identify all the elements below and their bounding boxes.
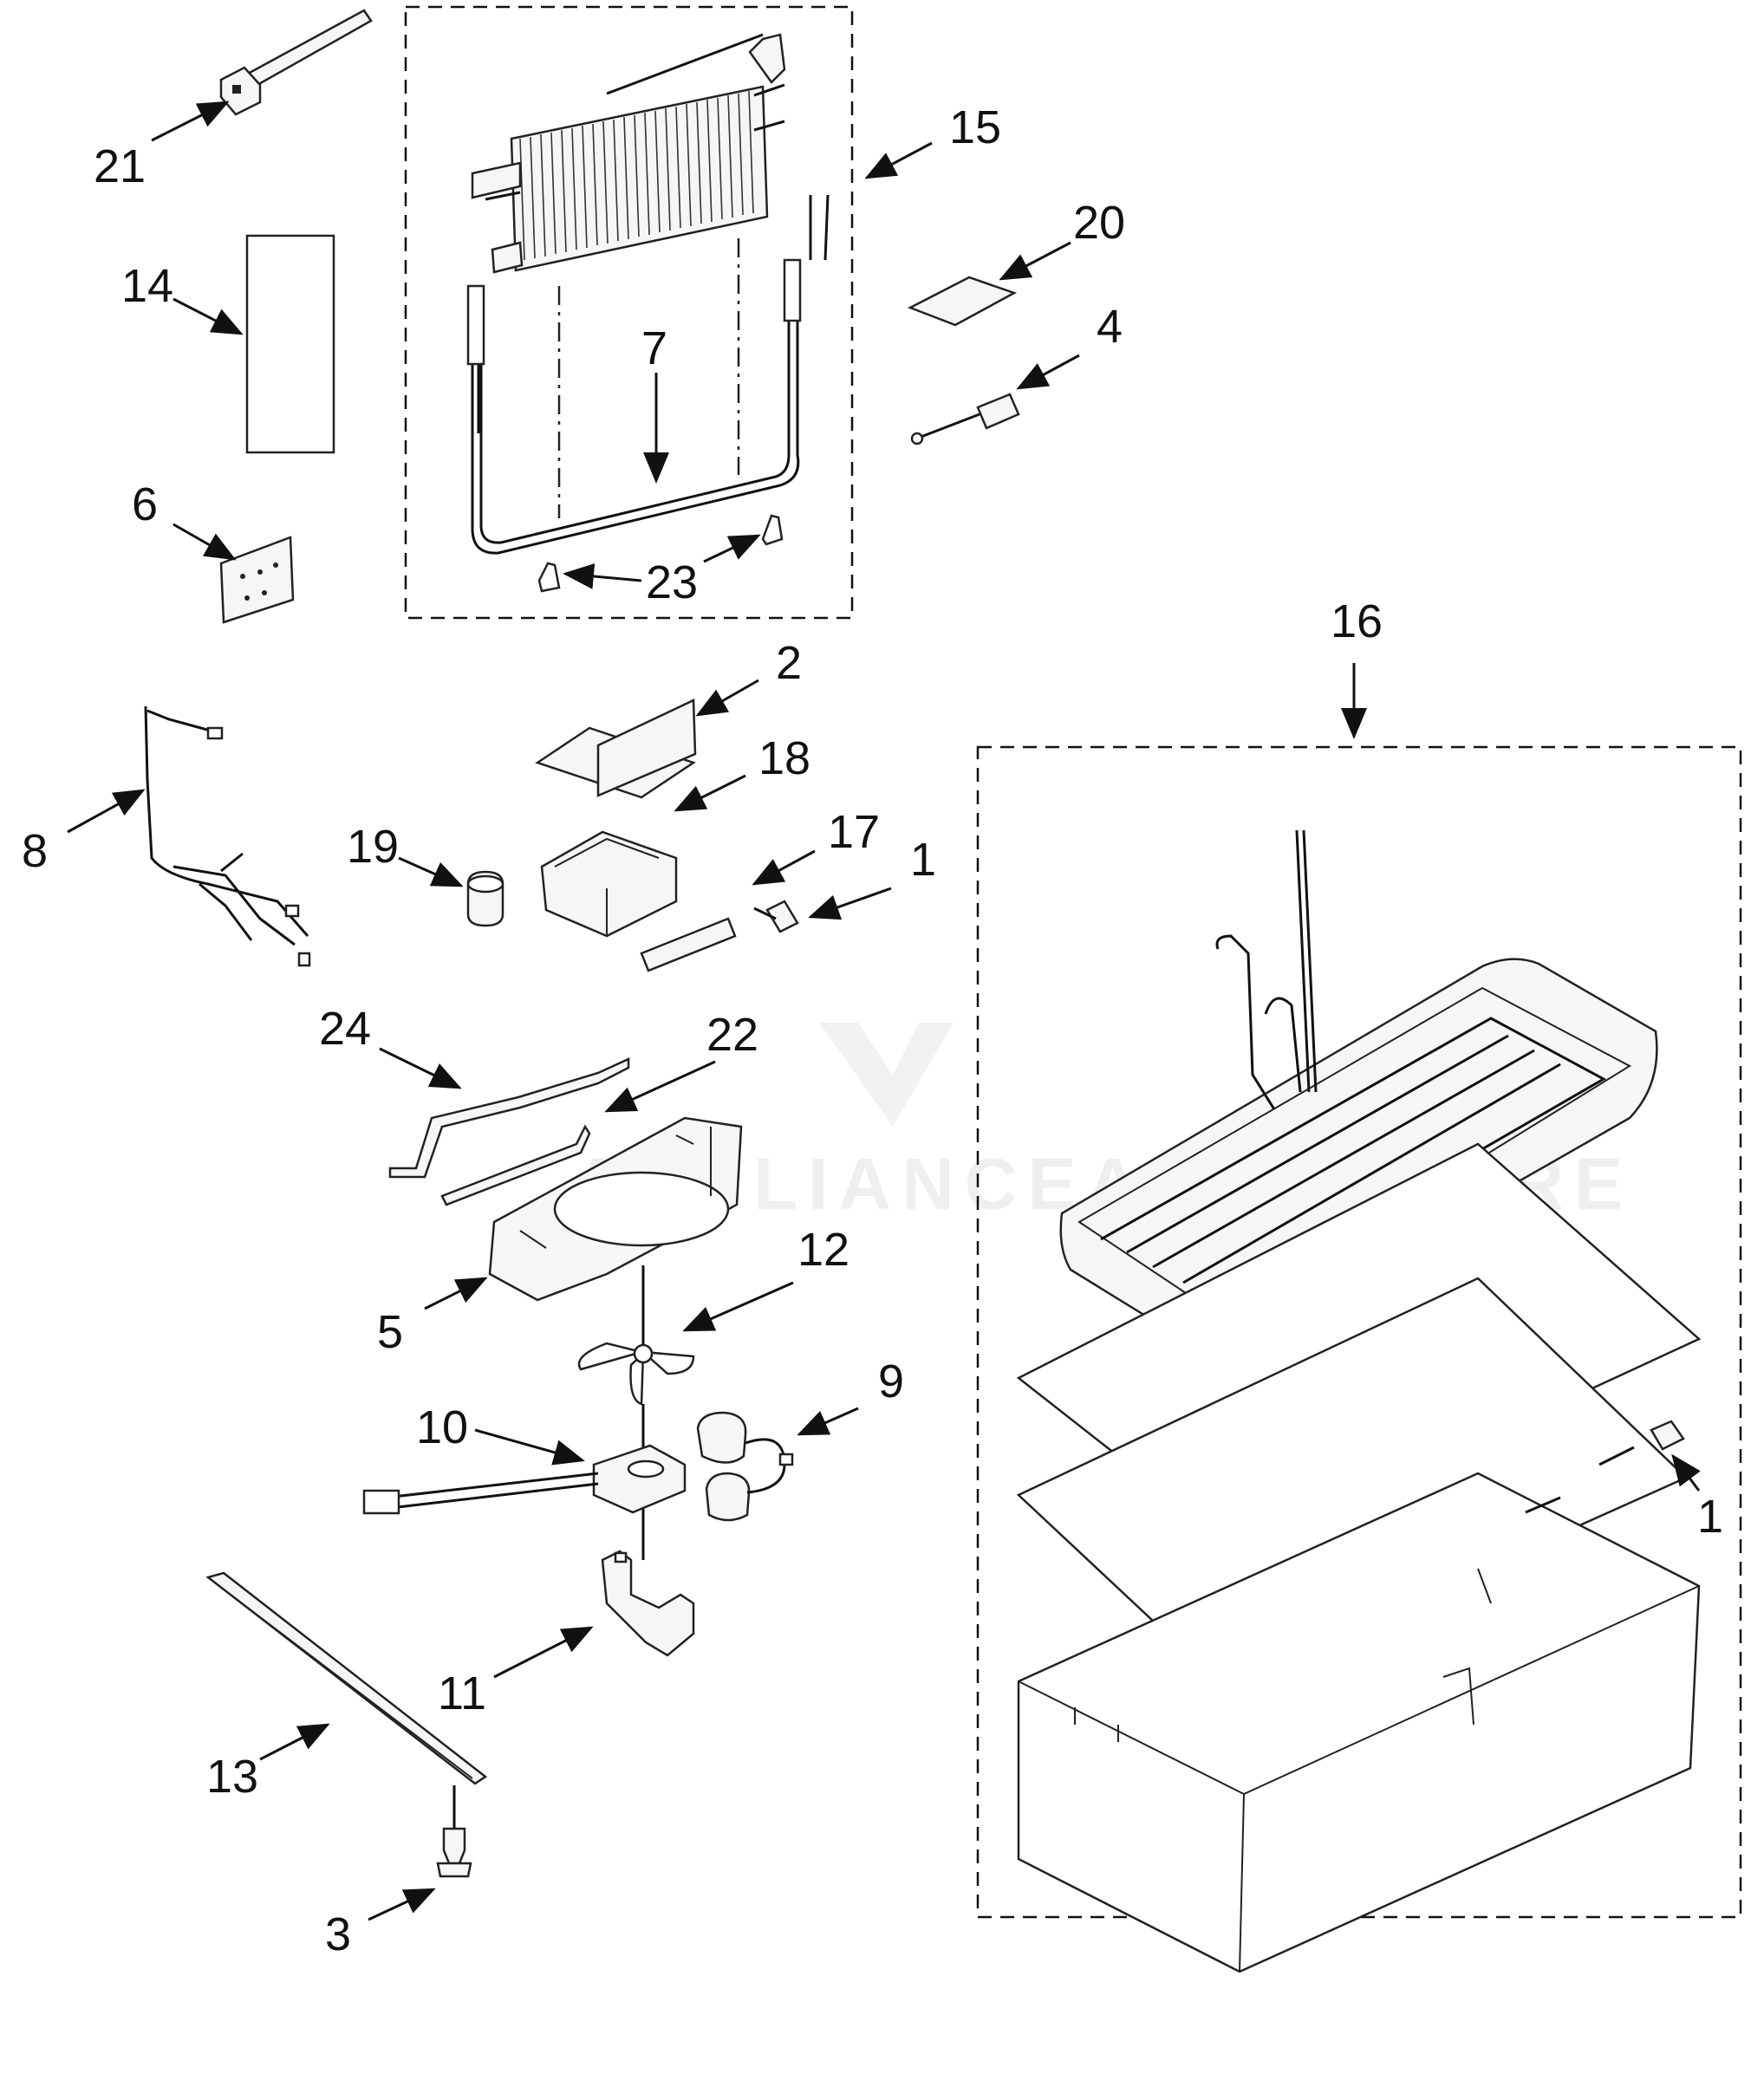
part-2-cover bbox=[535, 699, 697, 799]
callout-1-lower: 1 bbox=[1697, 1491, 1723, 1543]
part-23-clip-left bbox=[537, 562, 561, 593]
callout-1-upper: 1 bbox=[910, 834, 936, 886]
part-3-screw bbox=[436, 1827, 472, 1878]
part-4-sensor bbox=[910, 393, 1020, 445]
callout-4: 4 bbox=[1097, 301, 1123, 353]
part-12-fan-blade bbox=[577, 1265, 695, 1406]
leader-arrows bbox=[67, 101, 1701, 1921]
arrow-19 bbox=[398, 856, 464, 887]
part-23-clip-right bbox=[761, 514, 784, 546]
arrow-17 bbox=[752, 849, 816, 886]
part-13-rail bbox=[205, 1571, 488, 1829]
drain-pan-assembly-box bbox=[976, 745, 1742, 1919]
callout-21: 21 bbox=[94, 140, 146, 192]
arrow-15 bbox=[864, 141, 933, 179]
callout-8: 8 bbox=[22, 825, 48, 877]
part-17-plate bbox=[640, 917, 737, 972]
arrow-20 bbox=[999, 241, 1071, 281]
part-18-bracket bbox=[540, 830, 678, 938]
callout-3: 3 bbox=[325, 1908, 351, 1960]
arrow-4 bbox=[1016, 354, 1080, 390]
part-22-strip bbox=[440, 1124, 591, 1206]
part-5-fan-housing bbox=[488, 1116, 743, 1302]
arrow-1b bbox=[1671, 1453, 1701, 1492]
callout-6: 6 bbox=[132, 478, 158, 530]
callout-22: 22 bbox=[706, 1009, 758, 1061]
arrow-10 bbox=[474, 1428, 585, 1466]
arrow-6 bbox=[172, 523, 237, 561]
arrow-14 bbox=[172, 297, 244, 335]
arrow-1a bbox=[808, 887, 892, 920]
arrow-9 bbox=[797, 1407, 859, 1436]
callout-9: 9 bbox=[878, 1355, 904, 1407]
callout-13: 13 bbox=[206, 1751, 258, 1803]
callout-15: 15 bbox=[949, 101, 1001, 153]
callout-19: 19 bbox=[347, 821, 399, 873]
callout-7: 7 bbox=[641, 322, 667, 374]
part-8-wire-harness bbox=[144, 705, 311, 967]
callout-17: 17 bbox=[828, 806, 880, 858]
heater-terminal-left bbox=[466, 284, 485, 366]
part-16-drain-pan bbox=[1016, 829, 1702, 1973]
callout-23: 23 bbox=[646, 556, 698, 608]
arrow-13 bbox=[259, 1723, 330, 1761]
arrow-23a bbox=[563, 563, 642, 589]
part-6-block bbox=[219, 536, 295, 624]
arrow-5 bbox=[424, 1277, 488, 1310]
arrow-12 bbox=[682, 1281, 794, 1332]
callout-12: 12 bbox=[797, 1224, 849, 1276]
arrow-18 bbox=[674, 774, 746, 812]
callout-11: 11 bbox=[438, 1667, 486, 1719]
arrow-3 bbox=[368, 1888, 436, 1921]
evaporator-assembly-box bbox=[404, 5, 854, 620]
arrow-24 bbox=[379, 1047, 462, 1089]
arrow-2 bbox=[695, 679, 759, 717]
callout-18: 18 bbox=[758, 732, 810, 784]
callout-2: 2 bbox=[776, 637, 802, 689]
arrow-11 bbox=[493, 1626, 594, 1679]
arrow-8 bbox=[67, 789, 146, 834]
callout-20: 20 bbox=[1073, 197, 1125, 249]
part-9-motor bbox=[696, 1411, 794, 1522]
part-14-foam-pad bbox=[245, 234, 335, 454]
arrow-23b bbox=[703, 534, 761, 563]
part-15-evaporator bbox=[466, 33, 830, 555]
callout-24: 24 bbox=[319, 1003, 371, 1055]
part-11-motor-bracket bbox=[601, 1550, 695, 1657]
part-10-fan-motor bbox=[362, 1404, 687, 1560]
callout-labels: 21 15 14 20 7 4 6 23 16 2 18 8 19 17 1 2… bbox=[22, 101, 1723, 1960]
callout-10: 10 bbox=[416, 1401, 468, 1453]
part-20-plate bbox=[907, 276, 1018, 327]
part-21-cable-tie bbox=[219, 9, 373, 116]
callout-14: 14 bbox=[121, 260, 173, 312]
part-1-screw-upper bbox=[753, 900, 799, 933]
part-24-gasket bbox=[388, 1057, 630, 1179]
callout-16: 16 bbox=[1331, 595, 1383, 647]
part-19-capacitor bbox=[466, 870, 504, 927]
callout-5: 5 bbox=[377, 1306, 403, 1358]
arrow-21 bbox=[151, 101, 230, 142]
heater-terminal-right bbox=[783, 258, 802, 322]
arrow-22 bbox=[604, 1060, 716, 1113]
